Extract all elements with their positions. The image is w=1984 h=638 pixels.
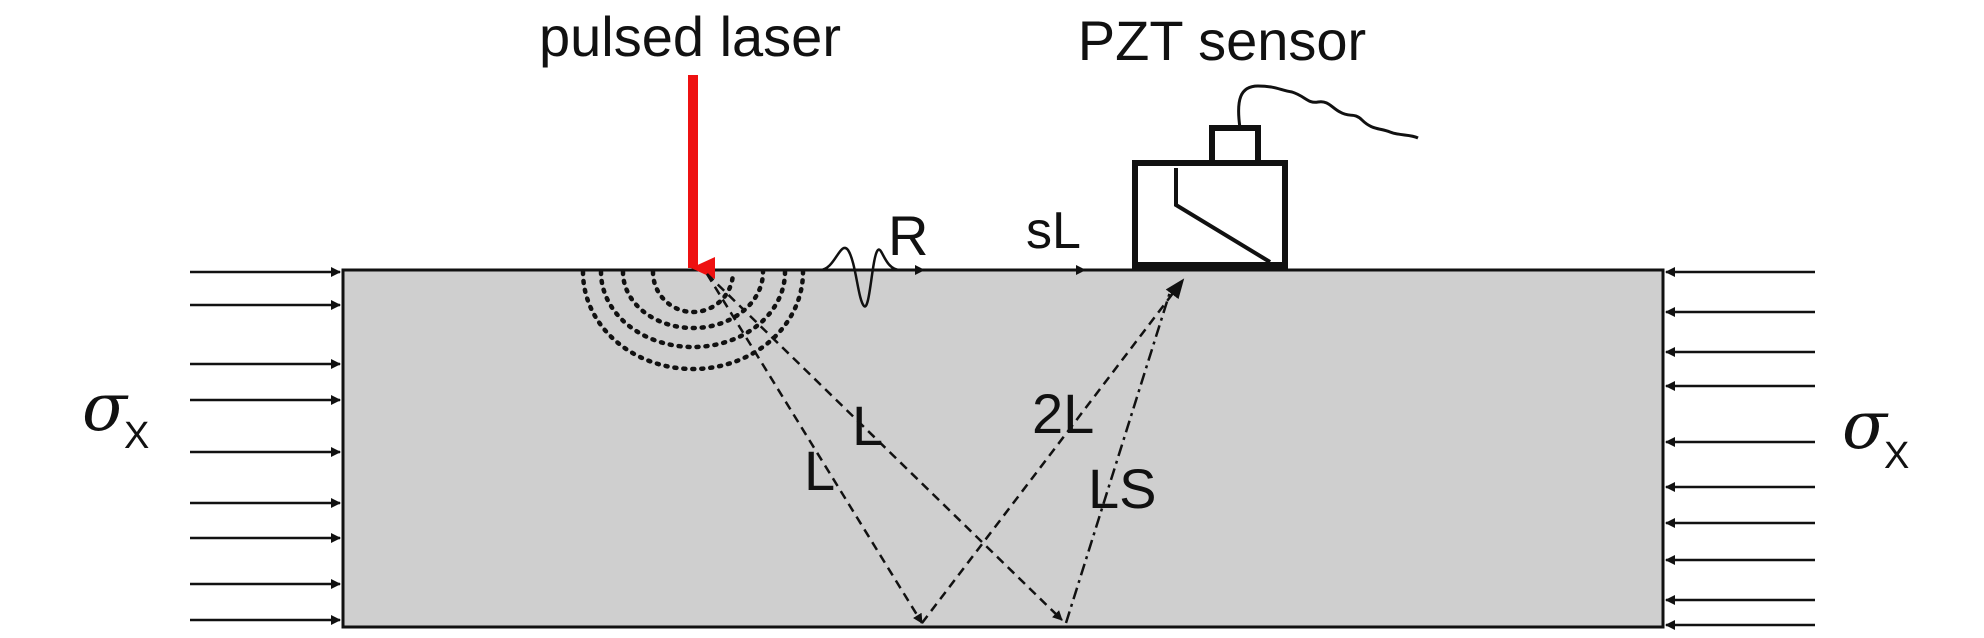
- wave-label-R: R: [888, 204, 928, 267]
- path-L-to-bottom-1: [705, 273, 924, 624]
- stress-label-right: σ: [1842, 387, 1889, 464]
- wave-label-L-b: L: [804, 439, 835, 502]
- sensor-wedge: [1174, 168, 1272, 264]
- stress-label-left-subscript: X: [124, 415, 149, 457]
- wave-label-L-a: L: [852, 394, 883, 457]
- wave-label-sL: sL: [1026, 202, 1081, 260]
- path-L-to-bottom-2: [706, 273, 1063, 621]
- sensor-cable: [1237, 84, 1419, 140]
- bulk-wave-paths: [705, 273, 1185, 624]
- stress-label-right-subscript: X: [1884, 435, 1909, 477]
- specimen-block: [341, 268, 1665, 629]
- right-stress-arrows: [1665, 267, 1815, 630]
- path-LS-reflection: [1064, 291, 1172, 624]
- wave-label-LS: LS: [1088, 457, 1157, 520]
- rayleigh-wavelet: [780, 246, 901, 308]
- sensor-connector: [1209, 125, 1261, 166]
- path-2L-reflection: [921, 278, 1185, 624]
- wave-label-2L: 2L: [1032, 382, 1094, 445]
- sensor-base: [1135, 262, 1285, 268]
- sensor-label: PZT sensor: [1078, 9, 1366, 72]
- pzt-sensor: [1132, 125, 1288, 269]
- wavefronts: [580, 269, 806, 372]
- stress-label-left: σ: [82, 369, 129, 446]
- sensor-housing: [1132, 160, 1288, 269]
- laser-label: pulsed laser: [539, 5, 841, 68]
- left-stress-arrows: [190, 267, 341, 625]
